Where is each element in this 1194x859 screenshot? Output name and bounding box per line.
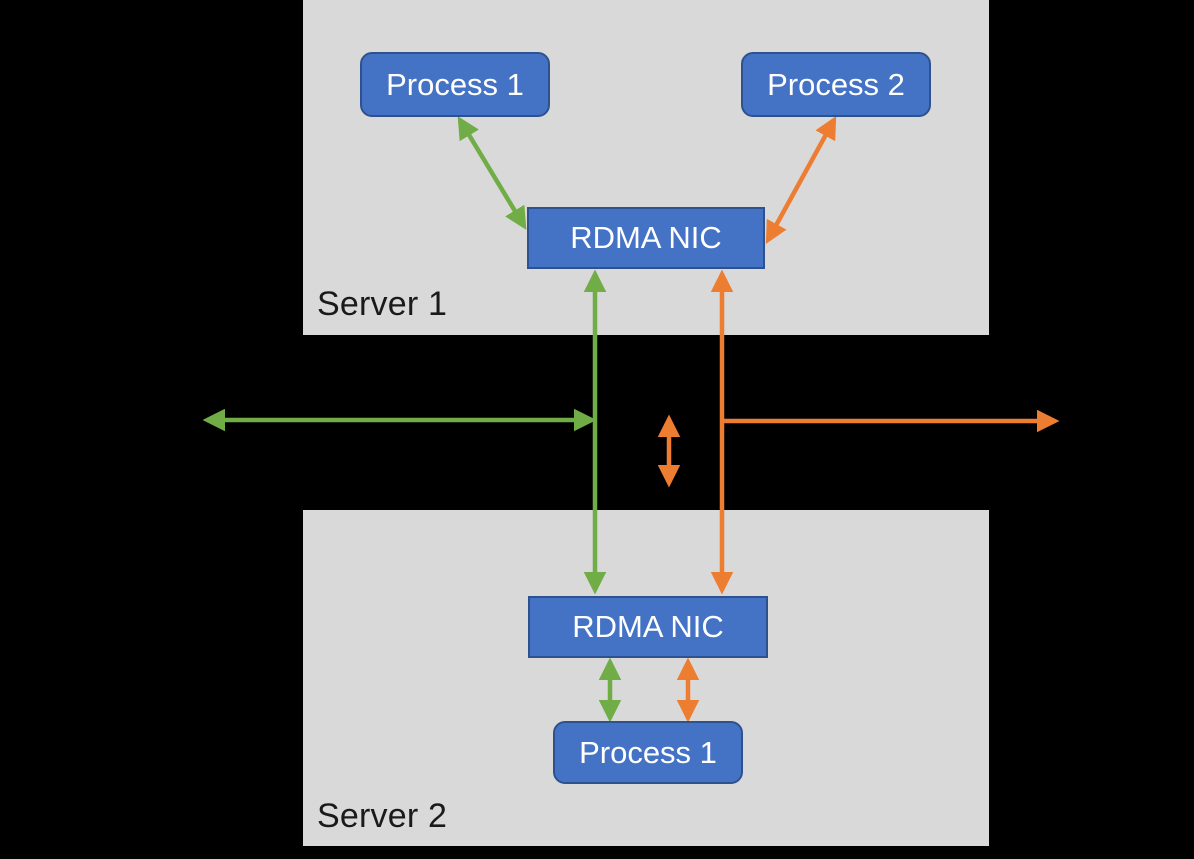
node-label: RDMA NIC [572,609,724,644]
arrow-s1-nic-process2 [765,116,837,244]
arrow-s1-process1-nic [457,116,527,230]
node-server1-process-1[interactable]: Process 1 [360,52,550,117]
node-label: Process 2 [767,66,905,102]
node-server2-rdma-nic[interactable]: RDMA NIC [528,596,768,658]
node-server1-process-2[interactable]: Process 2 [741,52,931,117]
server-1-label: Server 1 [317,285,448,323]
node-label: RDMA NIC [570,220,722,255]
server-2-label: Server 2 [317,797,448,835]
node-label: Process 1 [579,734,717,770]
node-server1-rdma-nic[interactable]: RDMA NIC [527,207,765,269]
node-server2-process-1[interactable]: Process 1 [553,721,743,784]
server-2-panel [303,510,989,846]
node-label: Process 1 [386,66,524,102]
